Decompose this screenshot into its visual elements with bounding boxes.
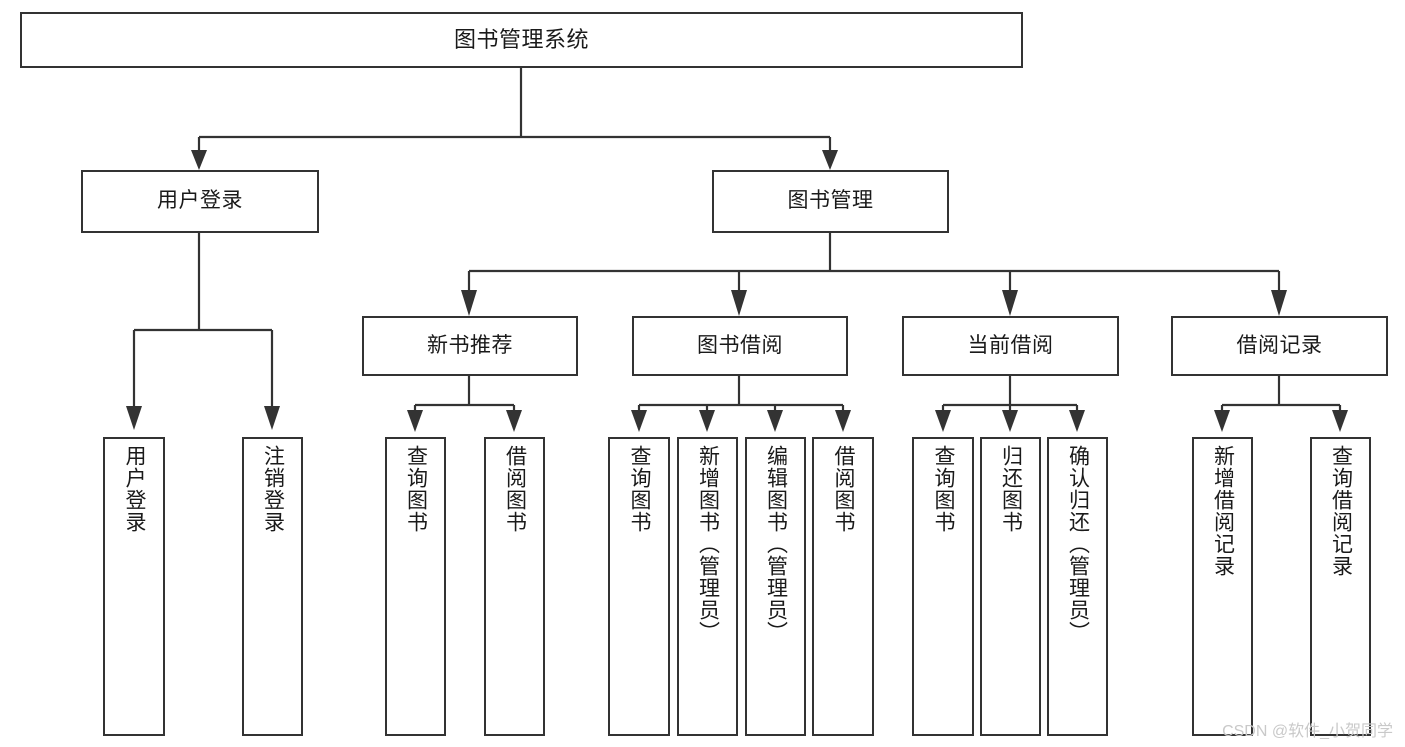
node-leaf-logout[interactable]: 注销登录 [242, 437, 303, 736]
node-leaf-borrow-book-1[interactable]: 借阅图书 [484, 437, 545, 736]
node-leaf-borrow-book-1-label: 借阅图书 [503, 445, 527, 533]
node-leaf-borrow-book-2-label: 借阅图书 [831, 445, 855, 533]
arrow-query-book-1 [407, 410, 423, 432]
node-book-manage-label: 图书管理 [787, 189, 874, 213]
node-leaf-query-book-2[interactable]: 查询图书 [608, 437, 670, 736]
node-leaf-query-book-1[interactable]: 查询图书 [385, 437, 446, 736]
node-leaf-query-borrow-record-label: 查询借阅记录 [1329, 445, 1353, 577]
node-leaf-logout-label: 注销登录 [261, 445, 285, 533]
node-leaf-query-borrow-record[interactable]: 查询借阅记录 [1310, 437, 1371, 736]
node-leaf-add-borrow-record-label: 新增借阅记录 [1211, 445, 1235, 577]
node-leaf-login-label: 用户登录 [122, 445, 146, 533]
node-user-login[interactable]: 用户登录 [81, 170, 319, 233]
node-leaf-add-book-label: 新增图书（管理员） [696, 445, 720, 643]
node-user-login-label: 用户登录 [157, 189, 243, 213]
arrow-new-book-recommend [461, 290, 477, 316]
node-leaf-query-book-3-label: 查询图书 [931, 445, 955, 533]
arrow-borrow-book-1 [506, 410, 522, 432]
node-new-book-recommend[interactable]: 新书推荐 [362, 316, 578, 376]
node-leaf-return-book[interactable]: 归还图书 [980, 437, 1041, 736]
arrow-add-borrow-record [1214, 410, 1230, 432]
node-leaf-add-borrow-record[interactable]: 新增借阅记录 [1192, 437, 1253, 736]
arrow-query-borrow-record [1332, 410, 1348, 432]
arrow-add-book [699, 410, 715, 432]
node-book-borrow-label: 图书借阅 [697, 333, 783, 357]
arrow-current-borrow [1002, 290, 1018, 316]
arrow-borrow-record [1271, 290, 1287, 316]
arrow-return-book [1002, 410, 1018, 432]
arrow-edit-book [767, 410, 783, 432]
arrow-confirm-return [1069, 410, 1085, 432]
arrow-logout [264, 406, 280, 430]
node-leaf-query-book-1-label: 查询图书 [404, 445, 428, 533]
arrow-user-login [191, 150, 207, 170]
arrow-query-book-3 [935, 410, 951, 432]
arrow-borrow-book-2 [835, 410, 851, 432]
node-leaf-login[interactable]: 用户登录 [103, 437, 165, 736]
node-current-borrow[interactable]: 当前借阅 [902, 316, 1119, 376]
arrow-query-book-2 [631, 410, 647, 432]
arrow-book-borrow [731, 290, 747, 316]
node-borrow-record[interactable]: 借阅记录 [1171, 316, 1388, 376]
arrow-login [126, 406, 142, 430]
node-leaf-add-book[interactable]: 新增图书（管理员） [677, 437, 738, 736]
node-book-manage[interactable]: 图书管理 [712, 170, 949, 233]
node-leaf-return-book-label: 归还图书 [999, 445, 1023, 533]
node-leaf-edit-book[interactable]: 编辑图书（管理员） [745, 437, 806, 736]
node-borrow-record-label: 借阅记录 [1236, 333, 1323, 357]
node-current-borrow-label: 当前借阅 [967, 333, 1054, 357]
arrow-book-manage [822, 150, 838, 170]
node-leaf-edit-book-label: 编辑图书（管理员） [764, 445, 788, 643]
watermark: CSDN @软件_小贺同学 [1222, 723, 1393, 740]
node-leaf-confirm-return[interactable]: 确认归还（管理员） [1047, 437, 1108, 736]
node-leaf-query-book-3[interactable]: 查询图书 [912, 437, 974, 736]
node-root[interactable]: 图书管理系统 [20, 12, 1023, 68]
node-new-book-recommend-label: 新书推荐 [427, 333, 513, 357]
node-leaf-confirm-return-label: 确认归还（管理员） [1066, 445, 1090, 643]
node-leaf-borrow-book-2[interactable]: 借阅图书 [812, 437, 874, 736]
node-root-label: 图书管理系统 [453, 27, 589, 53]
node-leaf-query-book-2-label: 查询图书 [627, 445, 651, 533]
node-book-borrow[interactable]: 图书借阅 [632, 316, 848, 376]
